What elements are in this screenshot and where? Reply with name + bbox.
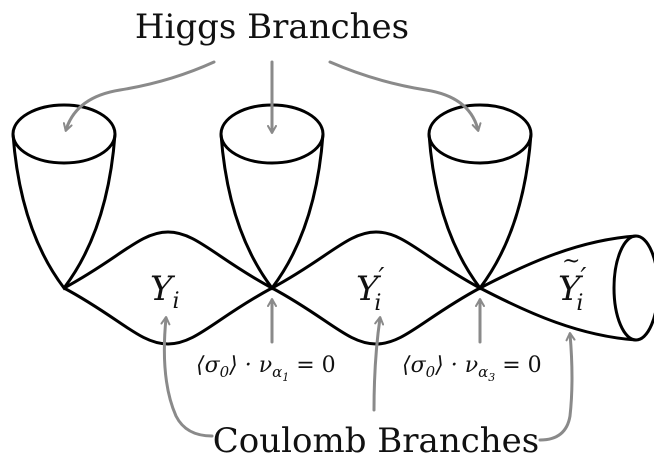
coulomb-lens-1 (63, 230, 273, 346)
coulomb-arrows (160, 316, 576, 442)
coulomb-tube (479, 234, 654, 342)
condition-label-1: ⟨σ0⟩ · να1 = 0 (196, 353, 336, 384)
region-label-y3: Y′i (558, 263, 586, 316)
coulomb-arrow-left (160, 316, 214, 438)
coulomb-arrow-middle (372, 316, 385, 412)
coulomb-branches-label: Coulomb Branches (213, 421, 539, 458)
coulomb-arrow-right (538, 332, 576, 442)
higgs-arrow-left (62, 60, 216, 132)
higgs-arrow-right (328, 60, 482, 132)
region-label-y3-accent: ~ (562, 249, 580, 274)
higgs-branches-label: Higgs Branches (135, 7, 409, 47)
higgs-arrows (62, 60, 482, 134)
condition-label-2: ⟨σ0⟩ · να3 = 0 (402, 353, 542, 384)
region-label-y1: Yi (150, 269, 180, 314)
higgs-cone-3 (427, 103, 533, 291)
higgs-cone-1 (11, 103, 117, 291)
region-label-y2: Y′i (356, 263, 384, 316)
condition-arrows (267, 298, 485, 344)
